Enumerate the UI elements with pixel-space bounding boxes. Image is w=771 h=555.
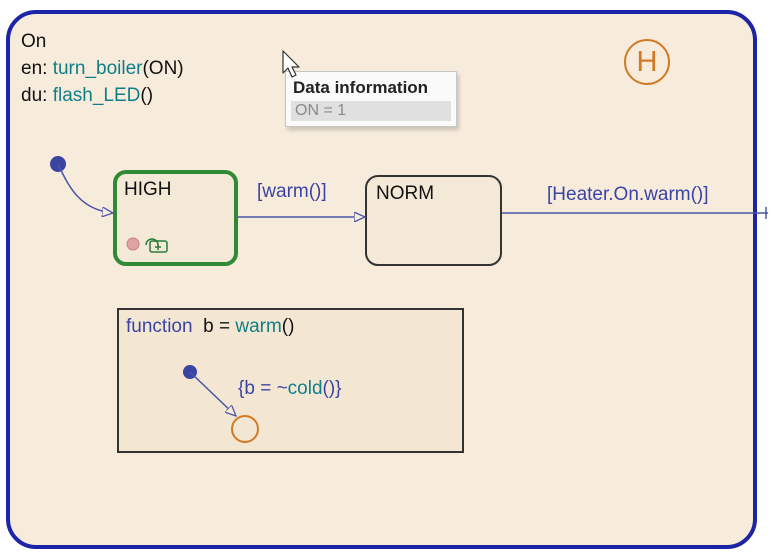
entry-argument: (ON): [142, 58, 184, 79]
function-action: {b = ~cold()}: [238, 377, 342, 400]
action-close: ()}: [322, 378, 342, 399]
during-action: du: flash_LED(): [21, 84, 153, 107]
state-high-label: HIGH: [124, 179, 172, 200]
transition-label-warm[interactable]: [warm()]: [257, 181, 327, 202]
tooltip-value: ON = 1: [291, 101, 451, 121]
default-transition-arrow[interactable]: [57, 163, 113, 213]
function-signature: function b = warm(): [126, 315, 294, 338]
mouse-cursor-icon: [282, 50, 300, 78]
state-norm-label: NORM: [376, 183, 435, 204]
during-argument: (): [140, 85, 154, 106]
function-default-transition[interactable]: [189, 371, 236, 416]
action-function[interactable]: cold: [287, 378, 323, 399]
connective-junction[interactable]: [231, 415, 259, 443]
function-keyword: function: [126, 316, 193, 337]
history-junction-icon[interactable]: H: [624, 39, 670, 85]
graphical-function-warm[interactable]: [117, 308, 464, 453]
function-output: b =: [203, 316, 236, 337]
state-on-label: On: [21, 31, 47, 52]
during-prefix: du:: [21, 85, 53, 106]
subchart-icon[interactable]: [145, 238, 168, 253]
during-function[interactable]: flash_LED: [52, 85, 141, 106]
transition-label-heater-warm[interactable]: [Heater.On.warm()]: [547, 184, 709, 205]
function-parens: (): [281, 316, 295, 337]
function-name[interactable]: warm: [235, 316, 282, 337]
tooltip-title: Data information: [293, 78, 429, 97]
data-info-tooltip: Data information ON = 1: [285, 71, 457, 127]
state-high[interactable]: HIGH: [113, 170, 238, 266]
entry-action: en: turn_boiler(ON): [21, 57, 184, 80]
breakpoint-icon[interactable]: [126, 237, 140, 251]
entry-function[interactable]: turn_boiler: [52, 58, 143, 79]
state-norm[interactable]: NORM: [365, 175, 502, 266]
action-open: {b = ~: [238, 378, 288, 399]
entry-prefix: en:: [21, 58, 53, 79]
